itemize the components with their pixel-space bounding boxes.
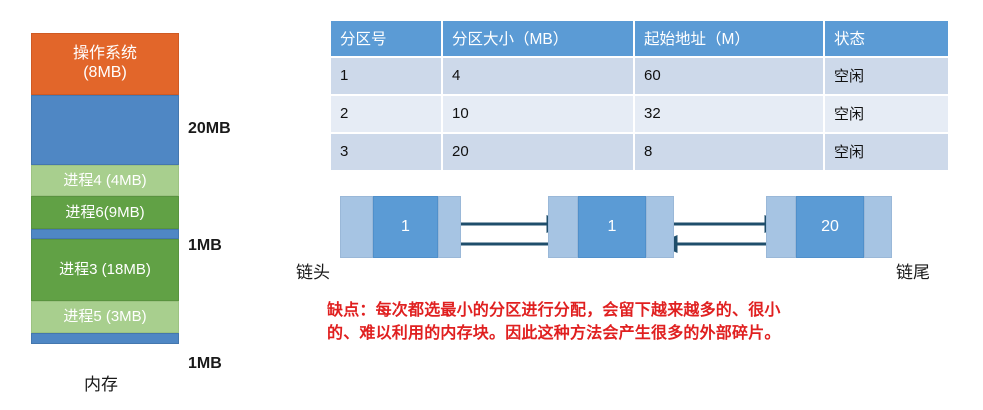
cell-status: 空闲: [824, 95, 948, 134]
partition-table: 分区号 分区大小（MB） 起始地址（M） 状态 1 4 60 空闲 2 10 3…: [331, 21, 948, 170]
table-header-row: 分区号 分区大小（MB） 起始地址（M） 状态: [331, 21, 948, 58]
memory-diagram: 操作系统 (8MB) 进程4 (4MB) 进程6(9MB) 进程3 (18MB)…: [0, 0, 300, 410]
cell-partition-id: 1: [331, 57, 443, 96]
memory-block-free-strip-1: [31, 229, 179, 239]
table-header-partition-size: 分区大小（MB）: [442, 21, 635, 58]
memory-block-process-3: 进程3 (18MB): [31, 239, 179, 301]
table-row: 1 4 60 空闲: [331, 57, 948, 96]
memory-block-os-label-line2: (8MB): [83, 64, 127, 81]
drawback-note: 缺点：每次都选最小的分区进行分配，会留下越来越多的、很小 的、难以利用的内存块。…: [327, 299, 977, 345]
cell-start-address: 60: [634, 57, 825, 96]
node-2-next-pointer: [646, 196, 674, 258]
linked-list-node-3[interactable]: 20: [766, 196, 892, 258]
memory-block-os-label-line1: 操作系统: [72, 45, 137, 63]
memory-size-label-1mb-lower: 1MB: [188, 355, 222, 372]
table-row: 3 20 8 空闲: [331, 133, 948, 170]
cell-partition-size: 4: [442, 57, 635, 96]
linked-list-node-1[interactable]: 1: [340, 196, 461, 258]
cell-partition-size: 20: [442, 133, 635, 170]
memory-block-free-large: [31, 95, 179, 165]
linked-list-node-2[interactable]: 1: [548, 196, 674, 258]
memory-bar: 操作系统 (8MB) 进程4 (4MB) 进程6(9MB) 进程3 (18MB)…: [31, 33, 179, 350]
table-header-start-address: 起始地址（M）: [634, 21, 825, 58]
memory-size-label-20mb: 20MB: [188, 120, 231, 137]
linked-list-tail-label: 链尾: [896, 263, 930, 282]
cell-start-address: 32: [634, 95, 825, 134]
table-header-status: 状态: [824, 21, 948, 58]
memory-diagram-caption: 内存: [84, 375, 118, 394]
node-3-next-pointer: [864, 196, 892, 258]
memory-block-process-4: 进程4 (4MB): [31, 165, 179, 196]
linked-list-head-label: 链头: [296, 263, 330, 282]
cell-partition-size: 10: [442, 95, 635, 134]
node-3-prev-pointer: [766, 196, 796, 258]
memory-block-free-strip-2: [31, 333, 179, 344]
cell-status: 空闲: [824, 57, 948, 96]
table-header-partition-id: 分区号: [331, 21, 443, 58]
table-row: 2 10 32 空闲: [331, 95, 948, 134]
memory-block-process-6: 进程6(9MB): [31, 196, 179, 229]
node-1-next-pointer: [438, 196, 461, 258]
memory-size-label-1mb-upper: 1MB: [188, 237, 222, 254]
cell-status: 空闲: [824, 133, 948, 170]
memory-block-os: 操作系统 (8MB): [31, 33, 179, 95]
node-2-value: 1: [578, 196, 646, 258]
memory-block-process-3-label: 进程3 (18MB): [59, 261, 151, 279]
cell-partition-id: 3: [331, 133, 443, 170]
node-1-value: 1: [373, 196, 438, 258]
memory-block-process-5-label: 进程5 (3MB): [63, 308, 147, 326]
node-2-prev-pointer: [548, 196, 578, 258]
memory-block-process-4-label: 进程4 (4MB): [63, 171, 147, 189]
memory-block-process-5: 进程5 (3MB): [31, 301, 179, 333]
drawback-note-line-2: 的、难以利用的内存块。因此这种方法会产生很多的外部碎片。: [327, 325, 781, 342]
cell-partition-id: 2: [331, 95, 443, 134]
node-1-prev-pointer: [340, 196, 373, 258]
node-3-value: 20: [796, 196, 864, 258]
cell-start-address: 8: [634, 133, 825, 170]
memory-block-process-6-label: 进程6(9MB): [65, 203, 145, 221]
drawback-note-line-1: 缺点：每次都选最小的分区进行分配，会留下越来越多的、很小: [327, 302, 781, 319]
